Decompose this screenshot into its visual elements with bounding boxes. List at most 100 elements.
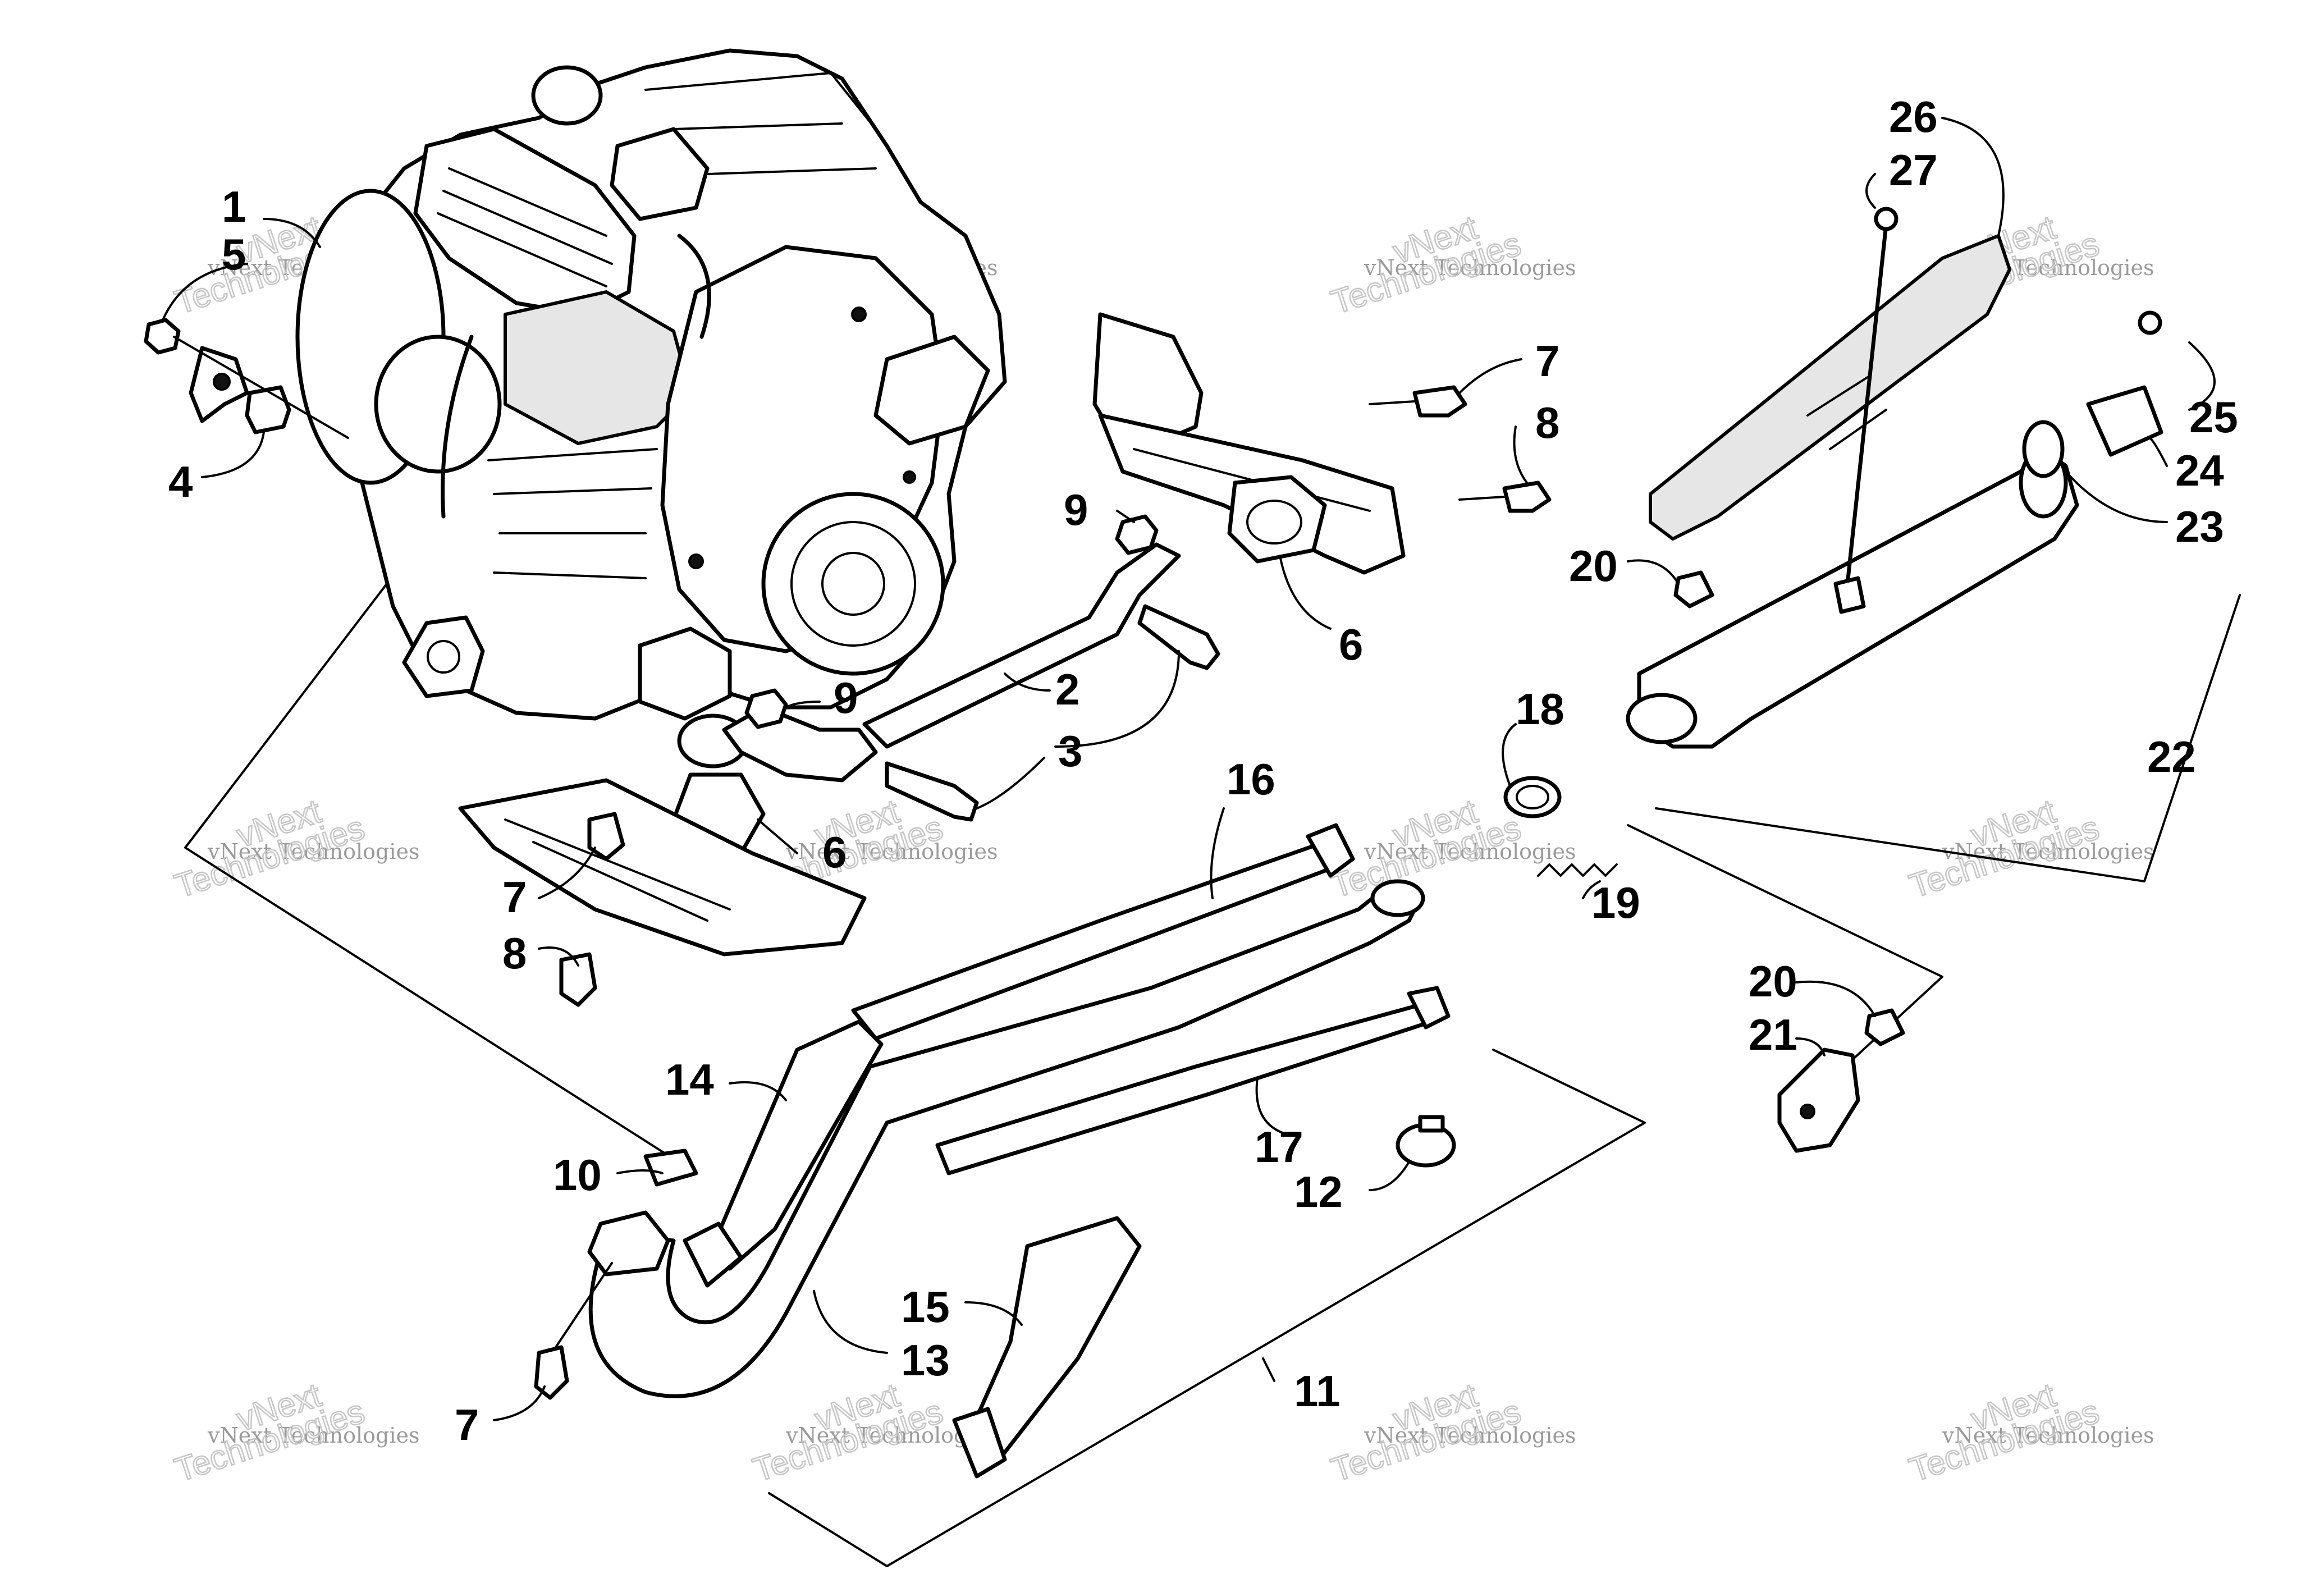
leader-6a bbox=[1279, 555, 1332, 630]
leader-5 bbox=[162, 263, 248, 321]
leader-11 bbox=[1262, 1357, 1275, 1382]
exhaust-seal-18 bbox=[1503, 776, 1562, 818]
leader-15 bbox=[964, 1301, 1023, 1326]
leader-7a bbox=[1458, 358, 1522, 394]
head-pipe-assembly-bracket bbox=[768, 1049, 1646, 1567]
bolt-axis-line bbox=[1458, 496, 1506, 501]
bolt-axis-line bbox=[1369, 400, 1416, 405]
callout-13: 13 bbox=[901, 1335, 950, 1385]
leader-23 bbox=[2065, 470, 2168, 523]
watermark-line1: vNext Technologies bbox=[1942, 1423, 2154, 1448]
watermark-line1: vNext Technologies bbox=[1364, 255, 1576, 280]
clamp-12-screw bbox=[1418, 1115, 1445, 1133]
callout-labels: 1 5 4 7 8 9 6 2 9 3 6 7 8 16 18 19 14 10… bbox=[168, 92, 2238, 1449]
leader-6b bbox=[757, 818, 798, 854]
head-pipe-flange bbox=[587, 1210, 670, 1277]
heat-shield-15-tip bbox=[952, 1407, 1007, 1479]
engine-coolant-hose bbox=[677, 234, 711, 339]
grommet-20b bbox=[1864, 1008, 1905, 1046]
leader-10 bbox=[616, 1169, 664, 1174]
grommet-20a bbox=[1673, 570, 1714, 609]
leader-9a bbox=[1116, 510, 1135, 523]
leader-2 bbox=[1004, 672, 1051, 692]
leader-1 bbox=[263, 218, 321, 248]
leader-25 bbox=[2188, 341, 2216, 411]
leader-26 bbox=[1941, 117, 2005, 237]
watermark-line1: vNext Technologies bbox=[207, 839, 419, 864]
strap-27 bbox=[1845, 222, 1888, 592]
watermark: vNext Technologies vNext Technologies bbox=[1326, 1375, 1576, 1490]
engine-top-detail bbox=[644, 72, 877, 175]
callout-7b: 7 bbox=[502, 872, 527, 922]
engine-coolant-hose bbox=[441, 335, 474, 519]
muffler-inlet bbox=[1626, 693, 1698, 744]
bolt-7-lower bbox=[587, 812, 625, 861]
engine-starter-housing bbox=[873, 335, 990, 446]
callout-8b: 8 bbox=[502, 928, 527, 978]
exhaust-mount-brackets bbox=[458, 312, 1552, 1007]
head-pipe-13 bbox=[588, 885, 1422, 1398]
leader-8b bbox=[538, 946, 579, 967]
callout-6b: 6 bbox=[822, 827, 847, 877]
leader-24 bbox=[2149, 437, 2168, 467]
head-pipe-outlet bbox=[1370, 879, 1425, 917]
engine-intake-port bbox=[531, 65, 603, 126]
callout-24: 24 bbox=[2175, 446, 2224, 495]
engine-alternator-ring bbox=[790, 521, 916, 647]
leader-20b bbox=[1795, 980, 1876, 1017]
engine-oil-filter bbox=[374, 335, 502, 474]
callout-2: 2 bbox=[1055, 665, 1079, 714]
muffler-assembly-bracket bbox=[1655, 594, 2241, 882]
callout-11: 11 bbox=[1294, 1366, 1340, 1416]
leader-lines bbox=[162, 117, 2216, 1421]
engine-head-fins bbox=[437, 167, 613, 287]
heat-shield-slot bbox=[1806, 375, 1870, 417]
engine-water-pump bbox=[638, 626, 732, 721]
leader-14 bbox=[729, 1081, 787, 1101]
watermark: vNext Technologies vNext Technologies bbox=[1326, 208, 1576, 322]
exhaust-seal-inner bbox=[1516, 785, 1549, 809]
engine-output-yoke bbox=[402, 615, 485, 698]
mount-bracket-hole bbox=[213, 373, 231, 391]
callout-7a: 7 bbox=[1535, 336, 1559, 386]
engine-bolt bbox=[851, 306, 867, 322]
callout-4: 4 bbox=[168, 457, 193, 506]
engine-bolt bbox=[903, 470, 916, 484]
exhaust-gasket-6a bbox=[1227, 475, 1327, 564]
leader-27 bbox=[1865, 173, 1876, 209]
watermark-line1: vNext Technologies bbox=[1364, 1423, 1576, 1448]
leader-7c bbox=[493, 1385, 546, 1421]
engine-yoke-hole bbox=[427, 640, 460, 674]
heat-shield-15 bbox=[963, 1216, 1142, 1462]
callout-21: 21 bbox=[1749, 1010, 1797, 1059]
lower-heat-shield bbox=[458, 778, 867, 957]
nut-9-lower bbox=[744, 688, 788, 729]
engine-block-detail bbox=[487, 448, 658, 579]
leader-3b bbox=[976, 757, 1045, 809]
watermark: vNext Technologies vNext Technologies bbox=[170, 791, 419, 906]
gasket-opening bbox=[1246, 500, 1302, 545]
screw-25 bbox=[2138, 310, 2162, 335]
muffler-heat-shield-26 bbox=[1649, 234, 2011, 541]
bolt-3-upper bbox=[1137, 604, 1220, 670]
leader-3 bbox=[1054, 650, 1180, 748]
leader-4 bbox=[201, 431, 265, 478]
leader-9b bbox=[785, 701, 821, 708]
callout-20b: 20 bbox=[1749, 957, 1797, 1006]
callout-17: 17 bbox=[1255, 1122, 1303, 1172]
bolt-axis-line bbox=[555, 1262, 613, 1348]
callout-26: 26 bbox=[1889, 92, 1938, 141]
watermark: vNext Technologies vNext Technologies bbox=[170, 1375, 419, 1490]
leader-18 bbox=[1502, 723, 1517, 787]
spark-arrestor-24 bbox=[2086, 385, 2163, 457]
callout-9a: 9 bbox=[1064, 485, 1088, 534]
callout-25: 25 bbox=[2189, 392, 2238, 442]
bolt-7-pipe bbox=[534, 1345, 569, 1400]
bolt-8-upper bbox=[1502, 481, 1552, 513]
callout-3: 3 bbox=[1058, 726, 1082, 776]
callout-9b: 9 bbox=[834, 673, 858, 722]
leader-12 bbox=[1369, 1161, 1410, 1191]
callout-23: 23 bbox=[2175, 502, 2224, 551]
callout-5: 5 bbox=[222, 230, 246, 279]
